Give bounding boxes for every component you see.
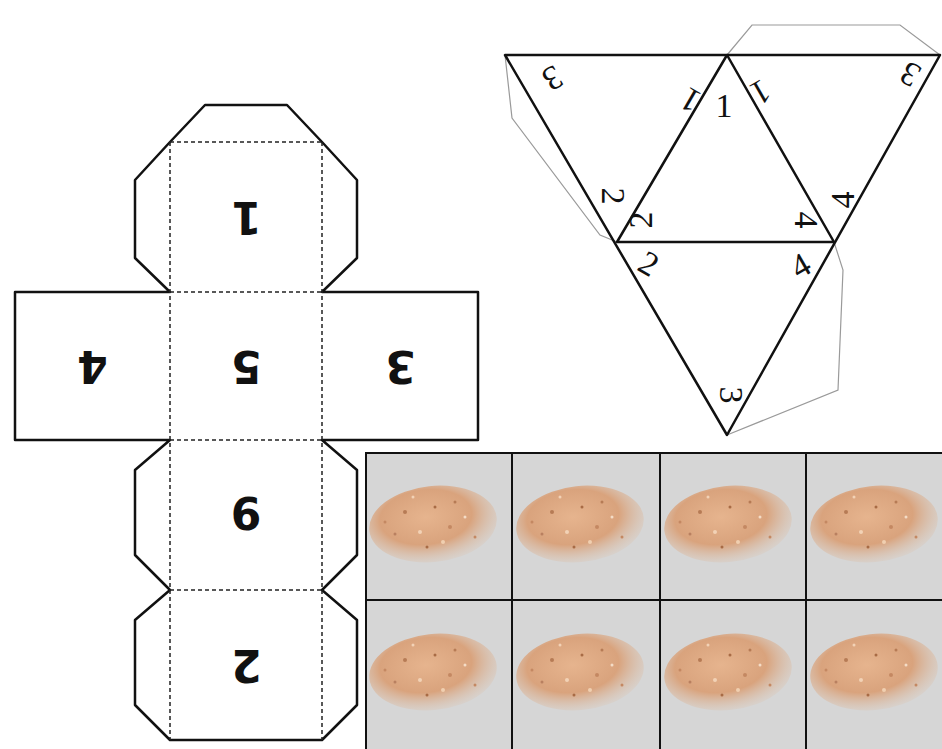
die-face: 4 (15, 292, 170, 440)
corner-number: 3 (713, 387, 747, 404)
face-number: 3 (385, 344, 416, 388)
corner-number: 4 (788, 212, 822, 229)
corner-number: 2 (632, 245, 664, 283)
corner-number: 2 (623, 212, 657, 229)
corner-number: 3 (536, 59, 568, 97)
die-face: 3 (322, 292, 478, 440)
die-face: 6 (170, 440, 322, 590)
die-face: 5 (170, 292, 322, 440)
die-face: 2 (170, 590, 322, 740)
die-face: 1 (170, 142, 322, 292)
face-number: 2 (231, 643, 262, 687)
corner-number: 4 (784, 247, 816, 285)
face-number: 6 (231, 493, 262, 537)
corner-number: 1 (716, 89, 733, 123)
corner-number: 4 (825, 192, 859, 209)
face-number: 4 (77, 344, 108, 388)
face-number: 5 (231, 344, 262, 388)
face-number: 1 (231, 195, 262, 239)
corner-number: 2 (595, 188, 629, 205)
